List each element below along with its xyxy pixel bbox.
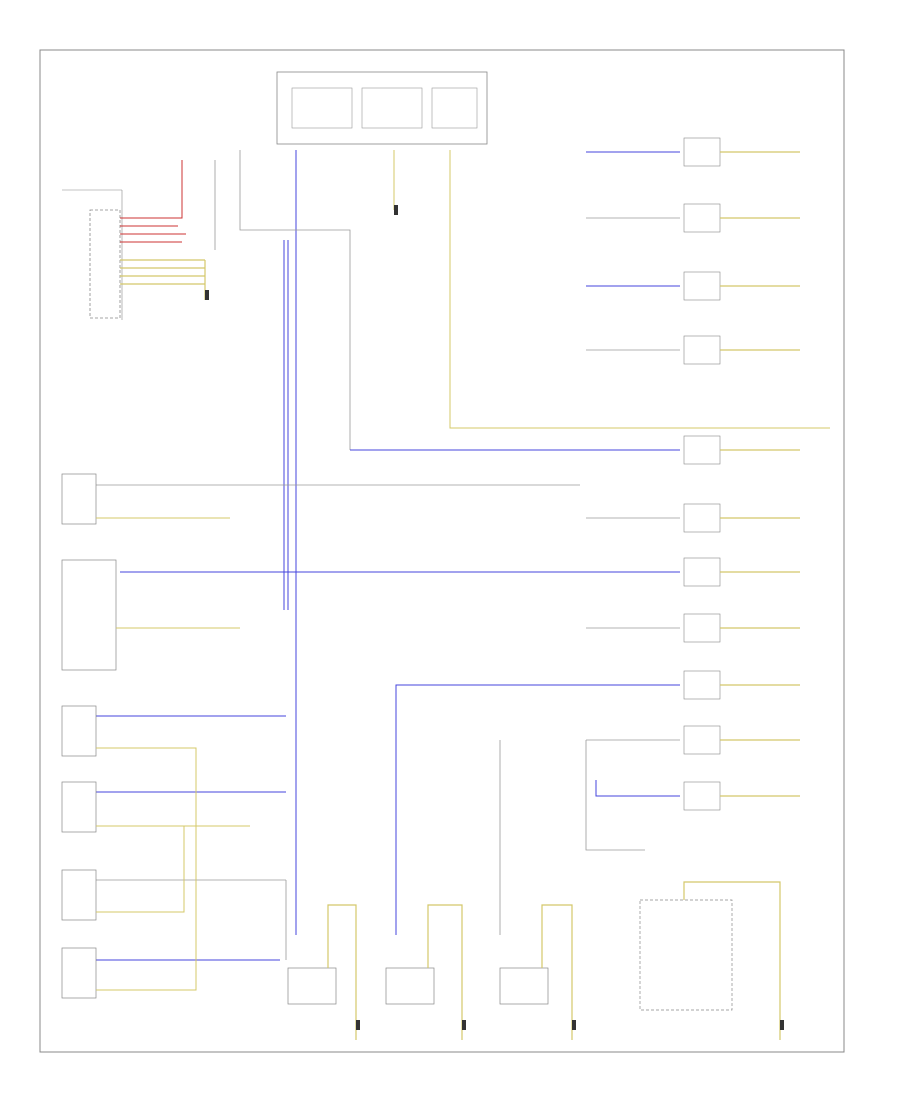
- diagram-frame: [39, 49, 845, 1053]
- gray-wires: [96, 150, 645, 960]
- blue-bus: [283, 150, 297, 935]
- right-connectors: [586, 137, 800, 811]
- bottom-modules: [287, 881, 781, 1040]
- left-switches: [61, 473, 117, 999]
- cluster-yellow-wires: [120, 259, 206, 300]
- blue-horizontal-wires: [96, 151, 680, 961]
- left-yellow-wires: [96, 517, 250, 991]
- yellow-long-wire: [393, 150, 830, 429]
- light-switch-block: [276, 71, 488, 145]
- red-wires: [120, 160, 186, 243]
- instrument-cluster: [62, 189, 123, 320]
- ground-symbols: [205, 205, 784, 1030]
